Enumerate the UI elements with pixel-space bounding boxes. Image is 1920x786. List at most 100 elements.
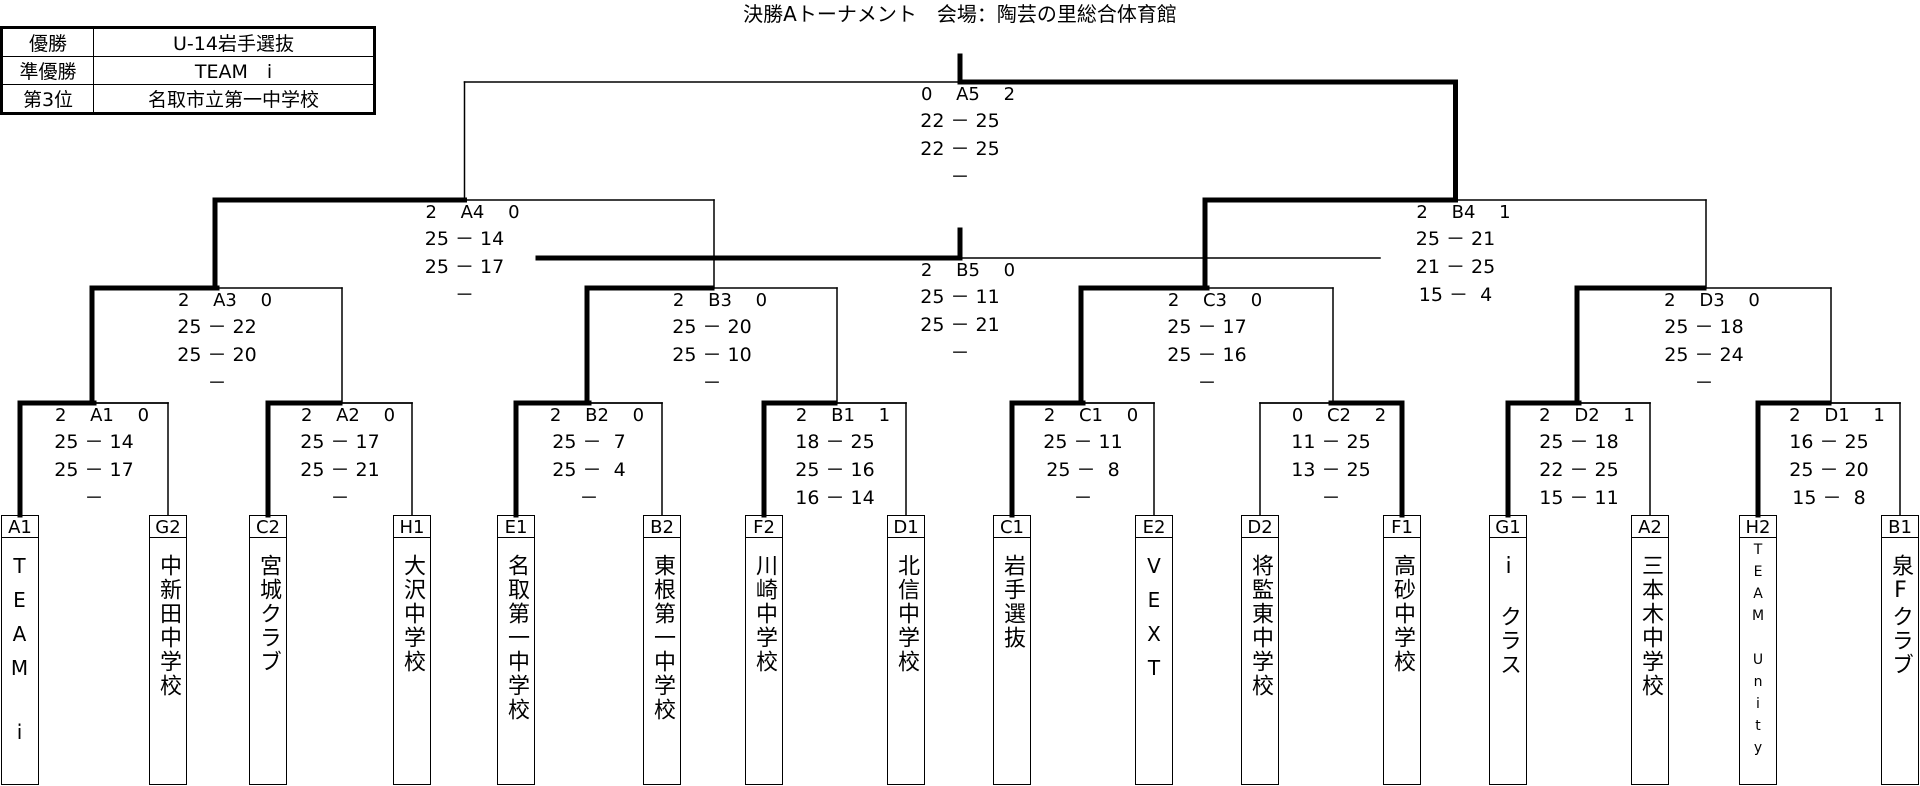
set-score: 25 － 11 bbox=[920, 286, 1000, 308]
match-label-c3: 2 C3 0 bbox=[1167, 290, 1263, 311]
set-score: 25 － 16 bbox=[795, 459, 875, 481]
set-score: 25 － 20 bbox=[1789, 459, 1869, 481]
team-code: D2 bbox=[1241, 515, 1279, 538]
match-label-a2: 2 A2 0 bbox=[300, 405, 396, 426]
team-code: A1 bbox=[1, 515, 39, 538]
set-score: 22 － 25 bbox=[920, 110, 1000, 132]
match-label-a1: 2 A1 0 bbox=[54, 405, 150, 426]
set-score: 25 － 8 bbox=[1046, 459, 1120, 481]
match-label-b2: 2 B2 0 bbox=[549, 405, 645, 426]
team-name: TEAM Unity bbox=[1750, 542, 1766, 762]
team-name-box: 東根第一中学校 bbox=[643, 537, 681, 785]
set-score: 25 － 18 bbox=[1539, 431, 1619, 453]
set-score: － bbox=[330, 487, 350, 509]
set-score: 25 － 22 bbox=[177, 316, 257, 338]
results-row-third: 第3位 名取市立第一中学校 bbox=[1, 84, 375, 114]
team-name-box: 岩手選抜 bbox=[993, 537, 1031, 785]
match-label-b4: 2 B4 1 bbox=[1416, 202, 1511, 223]
match-label-b3: 2 B3 0 bbox=[672, 290, 768, 311]
team-code: D1 bbox=[887, 515, 925, 538]
set-score: － bbox=[1694, 372, 1714, 394]
team-code: B2 bbox=[643, 515, 681, 538]
team-name: 宮城クラブ bbox=[256, 554, 281, 674]
set-score: 22 － 25 bbox=[920, 138, 1000, 160]
team-name-box: 三本木中学校 bbox=[1631, 537, 1669, 785]
match-label-d1: 2 D1 1 bbox=[1789, 405, 1885, 426]
set-score: 25 － 24 bbox=[1664, 344, 1744, 366]
team-name: 三本木中学校 bbox=[1638, 554, 1663, 698]
set-score: 25 － 17 bbox=[300, 431, 380, 453]
match-label-b5: 2 B5 0 bbox=[920, 260, 1016, 281]
match-label-d2: 2 D2 1 bbox=[1539, 405, 1635, 426]
set-score: 25 － 18 bbox=[1664, 316, 1744, 338]
set-score: 25 － 20 bbox=[177, 344, 257, 366]
set-score: 21 － 25 bbox=[1415, 256, 1496, 278]
set-score: 22 － 25 bbox=[1539, 459, 1619, 481]
team-name: 将監東中学校 bbox=[1248, 554, 1273, 698]
set-score: 16 － 25 bbox=[1789, 431, 1869, 453]
team-name: i クラス bbox=[1496, 554, 1521, 677]
team-name-box: 宮城クラブ bbox=[249, 537, 287, 785]
set-score: 25 － 21 bbox=[1415, 228, 1496, 250]
match-label-b1: 2 B1 1 bbox=[795, 405, 891, 426]
team-name: 岩手選抜 bbox=[1000, 554, 1025, 650]
set-score: 11 － 25 bbox=[1291, 431, 1371, 453]
set-score: － bbox=[579, 487, 599, 509]
team-code: F2 bbox=[745, 515, 783, 538]
set-score: 15 － 4 bbox=[1418, 284, 1493, 306]
team-code: E2 bbox=[1135, 515, 1173, 538]
team-name: VEXT bbox=[1142, 554, 1166, 690]
set-score: 15 － 11 bbox=[1539, 487, 1619, 509]
match-label-c1: 2 C1 0 bbox=[1043, 405, 1139, 426]
set-score: － bbox=[950, 342, 970, 364]
team-name-box: 川崎中学校 bbox=[745, 537, 783, 785]
set-score: 25 － 14 bbox=[54, 431, 134, 453]
team-name-box: TEAM Unity bbox=[1739, 537, 1777, 785]
rank-team: 名取市立第一中学校 bbox=[93, 84, 375, 114]
set-score: － bbox=[702, 372, 722, 394]
set-score: － bbox=[1321, 487, 1341, 509]
set-score: 25 － 21 bbox=[920, 314, 1000, 336]
set-score: － bbox=[1197, 372, 1217, 394]
set-score: 25 － 10 bbox=[672, 344, 752, 366]
team-name: 高砂中学校 bbox=[1390, 554, 1415, 674]
set-score: － bbox=[950, 166, 970, 188]
set-score: 25 － 16 bbox=[1167, 344, 1247, 366]
team-name: TEAM i bbox=[7, 554, 32, 754]
set-score: 25 － 20 bbox=[672, 316, 752, 338]
set-score: 25 － 17 bbox=[1167, 316, 1247, 338]
set-score: 25 － 14 bbox=[424, 228, 505, 250]
team-name: 東根第一中学校 bbox=[650, 554, 675, 722]
results-row-runner-up: 準優勝 TEAM i bbox=[1, 56, 375, 85]
set-score: 25 － 17 bbox=[54, 459, 134, 481]
set-score: － bbox=[84, 487, 104, 509]
team-name-box: 高砂中学校 bbox=[1383, 537, 1421, 785]
team-code: G1 bbox=[1489, 515, 1527, 538]
team-name-box: 中新田中学校 bbox=[149, 537, 187, 785]
team-name-box: 泉Fクラブ bbox=[1881, 537, 1919, 785]
match-label-c2: 0 C2 2 bbox=[1291, 405, 1387, 426]
set-score: － bbox=[207, 372, 227, 394]
set-score: 25 － 11 bbox=[1043, 431, 1123, 453]
team-code: C2 bbox=[249, 515, 287, 538]
set-score: 13 － 25 bbox=[1291, 459, 1371, 481]
team-name: 北信中学校 bbox=[894, 554, 919, 674]
team-name: 大沢中学校 bbox=[400, 554, 425, 674]
team-code: E1 bbox=[497, 515, 535, 538]
set-score: 16 － 14 bbox=[795, 487, 875, 509]
set-score: 25 － 7 bbox=[552, 431, 626, 453]
team-code: C1 bbox=[993, 515, 1031, 538]
team-name-box: 将監東中学校 bbox=[1241, 537, 1279, 785]
team-name: 中新田中学校 bbox=[156, 554, 181, 698]
set-score: 18 － 25 bbox=[795, 431, 875, 453]
tournament-title: 決勝Aトーナメント 会場：陶芸の里総合体育館 bbox=[743, 2, 1177, 26]
match-label-a5: 0 A5 2 bbox=[920, 84, 1016, 105]
team-name-box: TEAM i bbox=[1, 537, 39, 785]
set-score: 25 － 17 bbox=[424, 256, 505, 278]
match-label-d3: 2 D3 0 bbox=[1664, 290, 1760, 311]
rank-label: 準優勝 bbox=[1, 56, 94, 85]
team-code: B1 bbox=[1881, 515, 1919, 538]
team-name: 川崎中学校 bbox=[752, 554, 777, 674]
set-score: － bbox=[454, 284, 474, 306]
team-name: 泉Fクラブ bbox=[1888, 554, 1913, 677]
